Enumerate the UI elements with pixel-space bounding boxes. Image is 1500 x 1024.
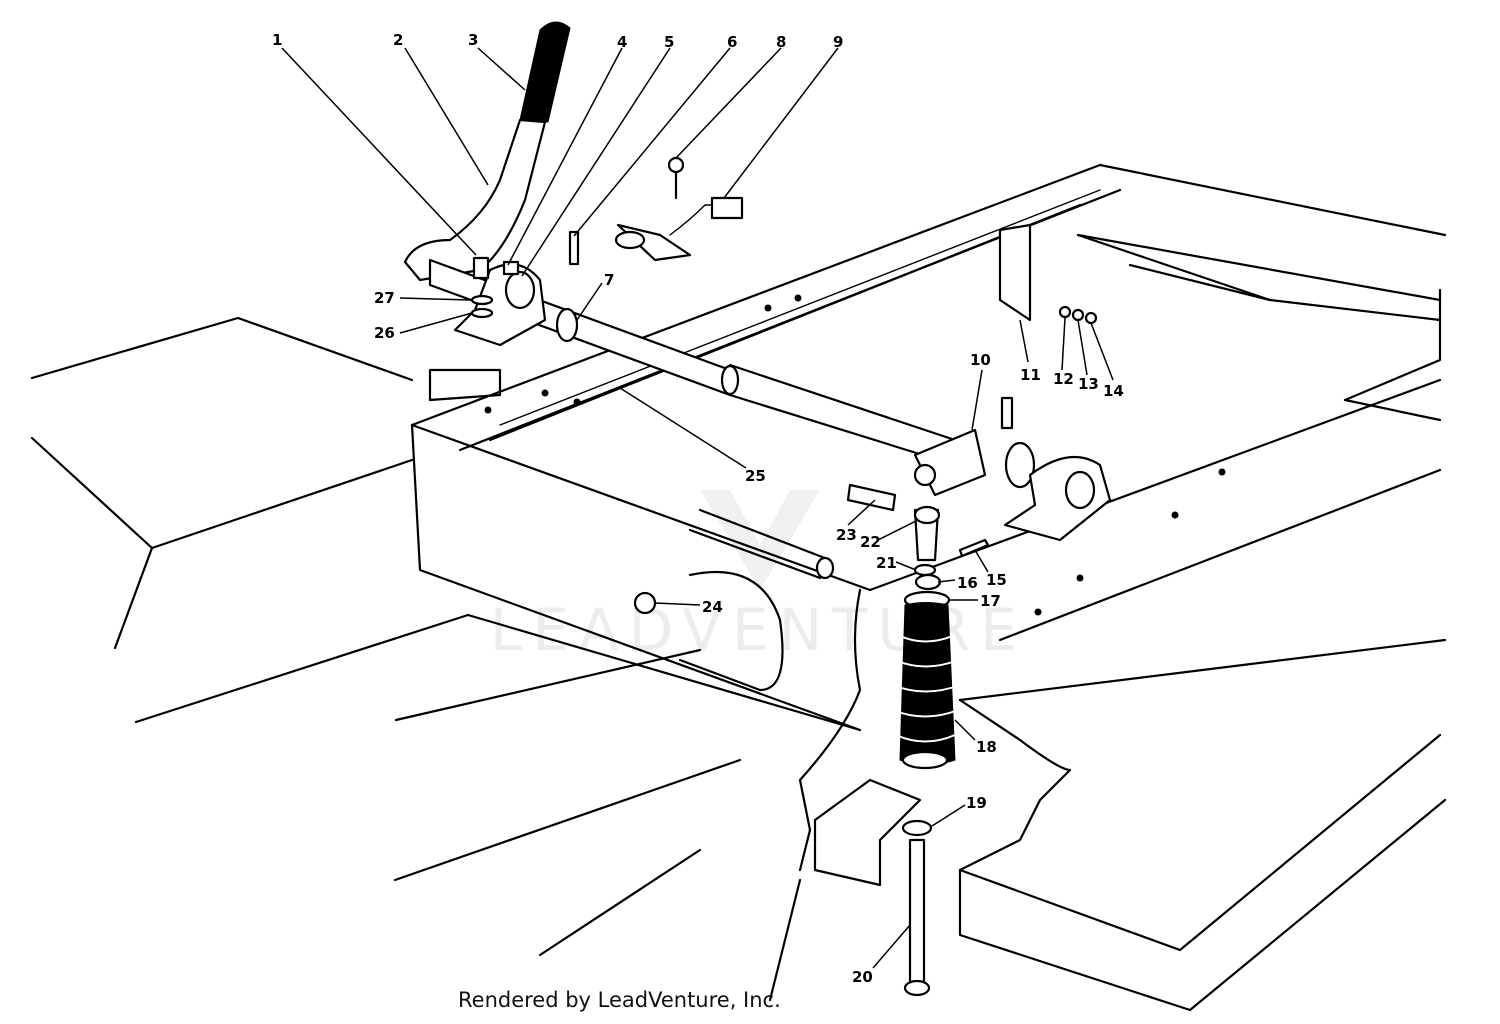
- callout-2: 2: [393, 31, 403, 49]
- callout-10: 10: [970, 351, 991, 369]
- callout-13: 13: [1078, 375, 1099, 393]
- callout-4: 4: [617, 33, 627, 51]
- callout-8: 8: [776, 33, 786, 51]
- callouts: 1 2 3 4 5 6 8 9 27 26 7 25 10 11 12 13 1…: [272, 31, 1124, 986]
- callout-25: 25: [745, 467, 766, 485]
- watermark-logo-icon: [700, 490, 820, 590]
- callout-24: 24: [702, 598, 723, 616]
- callout-19: 19: [966, 794, 987, 812]
- callout-12: 12: [1053, 370, 1074, 388]
- callout-21: 21: [876, 554, 897, 572]
- credit-text: Rendered by LeadVenture, Inc.: [458, 988, 781, 1012]
- callout-14: 14: [1103, 382, 1124, 400]
- callout-7: 7: [604, 271, 614, 289]
- callout-20: 20: [852, 968, 873, 986]
- rail-holes: [484, 294, 1226, 616]
- leader-lines: [281, 47, 1114, 969]
- callout-9: 9: [833, 33, 843, 51]
- callout-16: 16: [957, 574, 978, 592]
- frame: [30, 163, 1447, 1012]
- callout-18: 18: [976, 738, 997, 756]
- callout-6: 6: [727, 33, 737, 51]
- callout-3: 3: [468, 31, 478, 49]
- lever-arm: [403, 118, 547, 282]
- callout-23: 23: [836, 526, 857, 544]
- callout-15: 15: [986, 571, 1007, 589]
- callout-26: 26: [374, 324, 395, 342]
- lever-grip: [519, 21, 571, 123]
- callout-17: 17: [980, 592, 1001, 610]
- callout-1: 1: [272, 31, 282, 49]
- callout-5: 5: [664, 33, 674, 51]
- callout-27: 27: [374, 289, 395, 307]
- callout-11: 11: [1020, 366, 1041, 384]
- parts: [403, 21, 1112, 997]
- callout-22: 22: [860, 533, 881, 551]
